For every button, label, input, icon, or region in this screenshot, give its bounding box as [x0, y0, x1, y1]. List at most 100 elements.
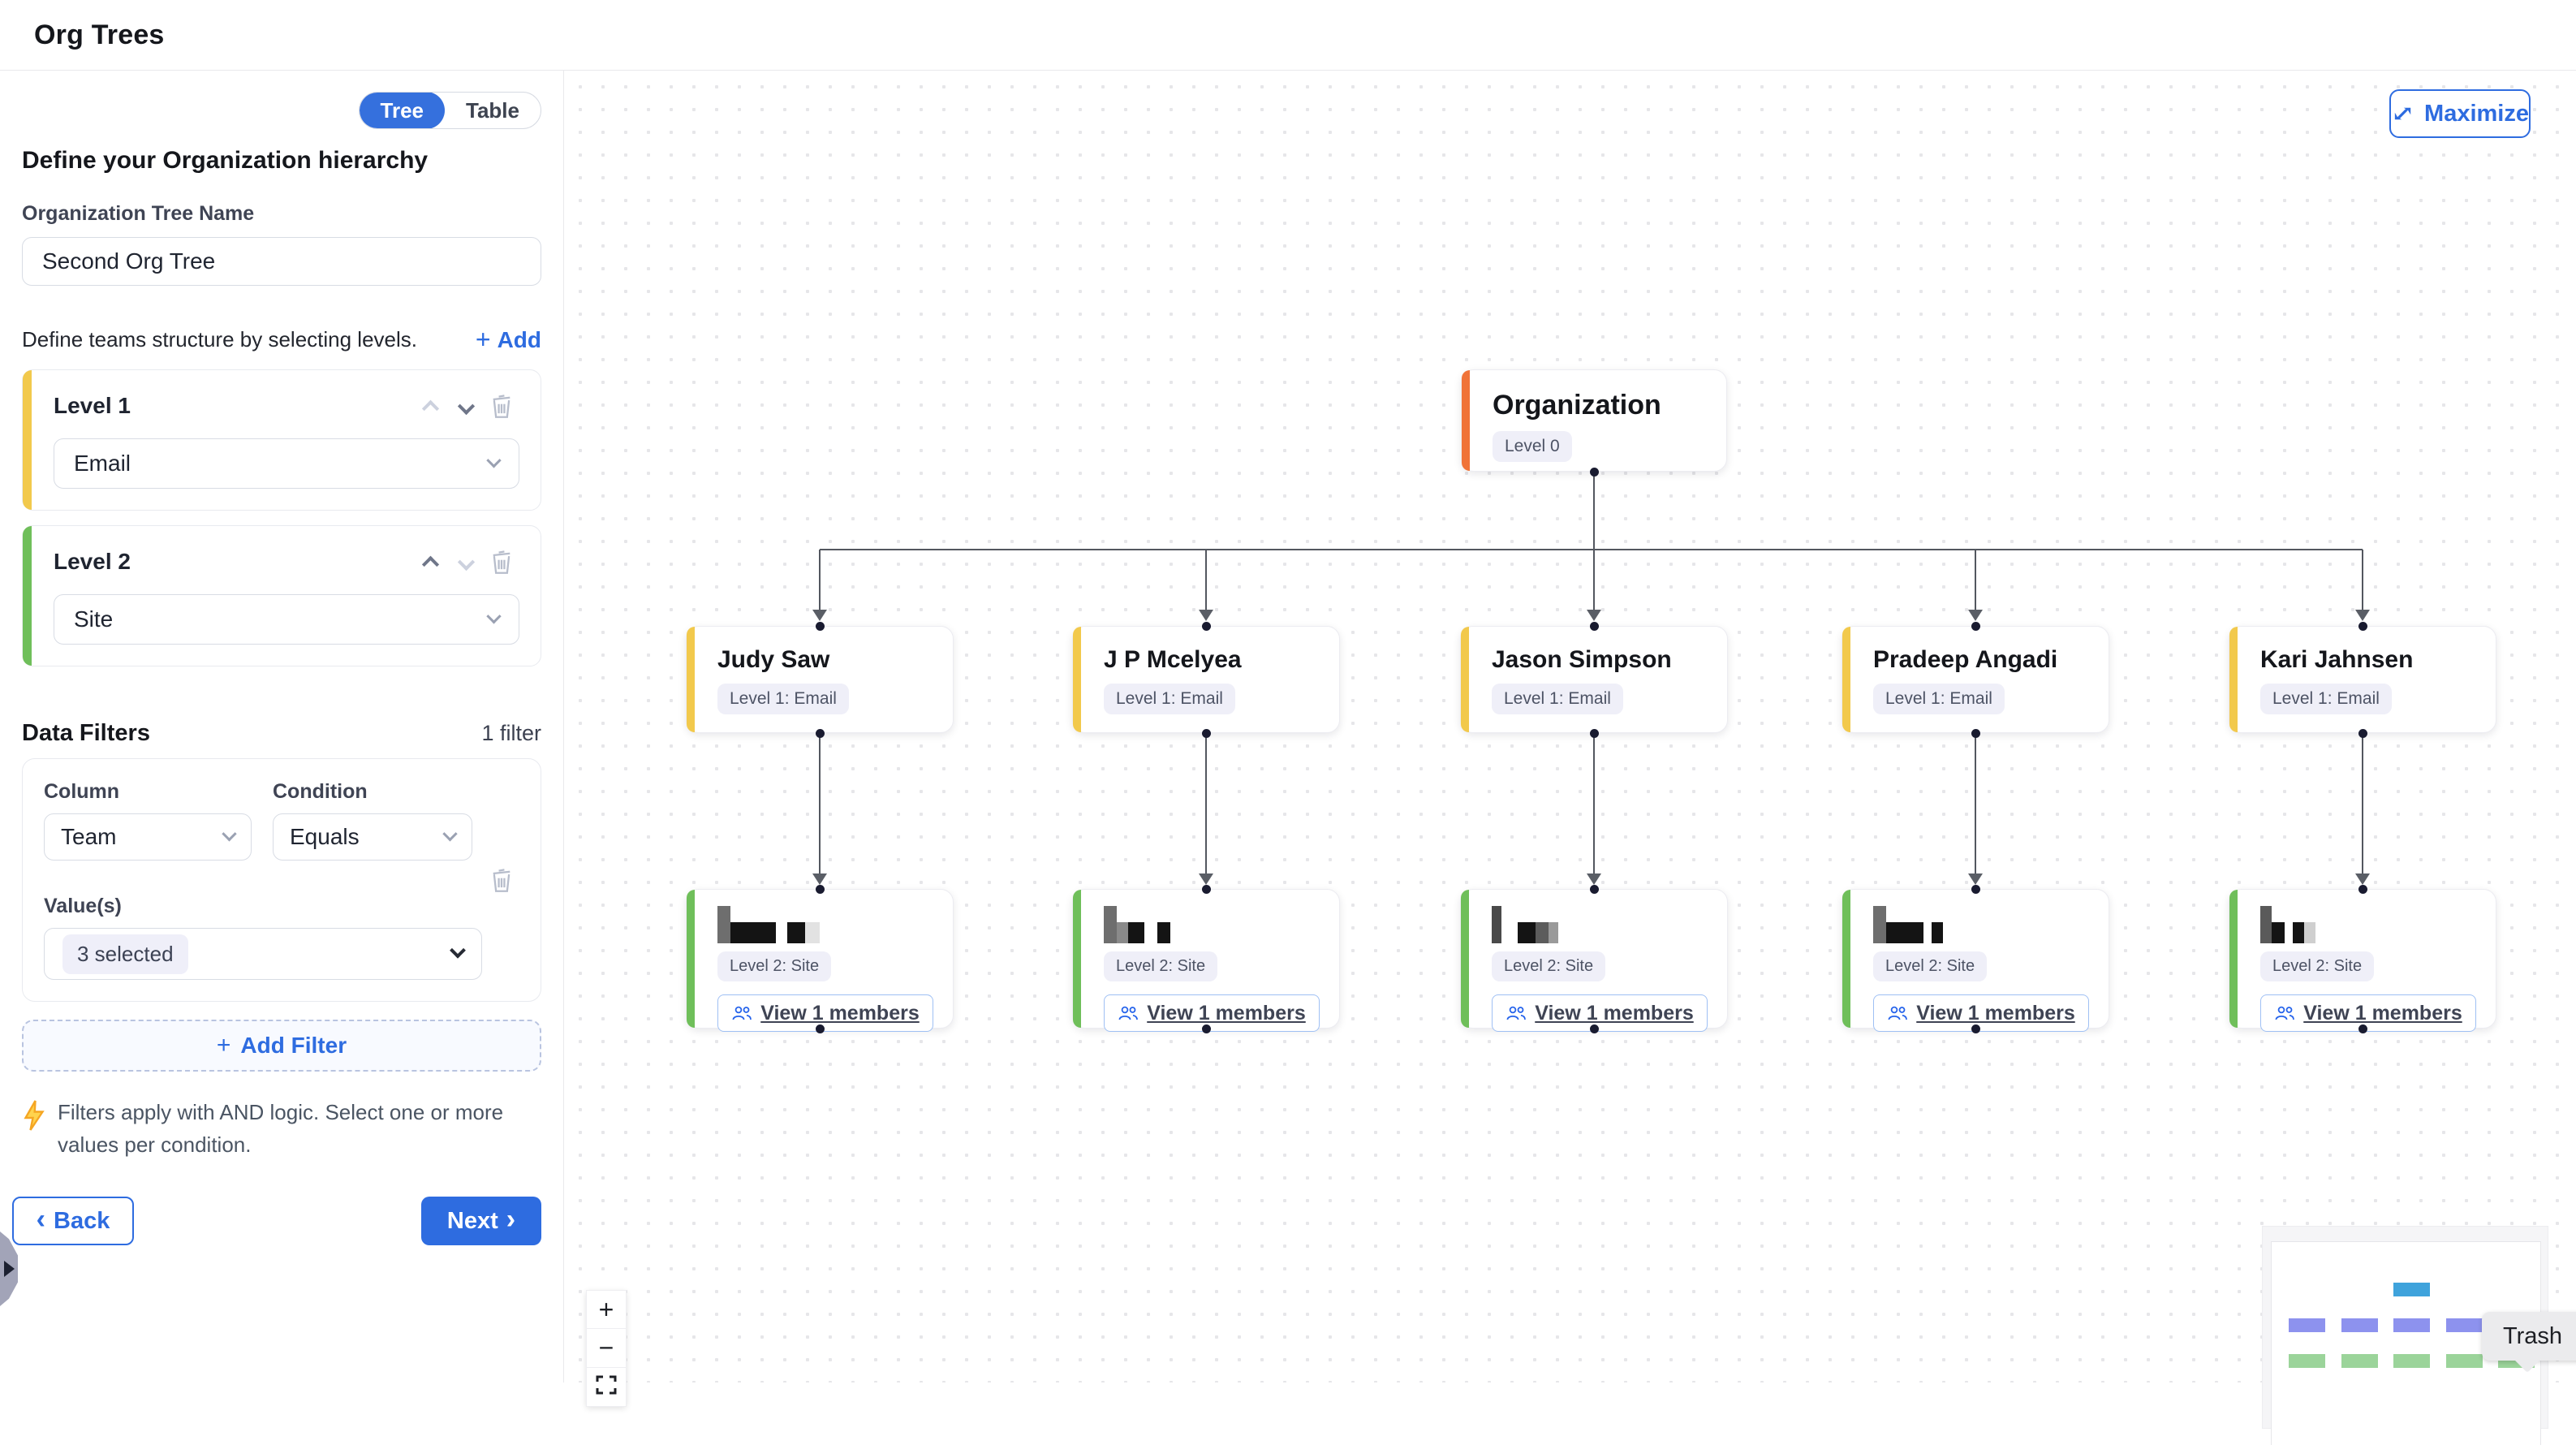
connector-line: [1205, 550, 1207, 613]
connector-line: [1975, 735, 1976, 875]
back-button[interactable]: ‹ Back: [12, 1197, 134, 1245]
page-header: Org Trees: [0, 0, 2576, 71]
canvas-zoom-controls: + −: [586, 1290, 627, 1407]
connector-line: [1593, 735, 1595, 875]
redacted-name-block: [1501, 922, 1518, 943]
trash-icon: [493, 869, 510, 892]
connector-handle-dot: [1971, 1024, 1980, 1033]
next-button[interactable]: Next ›: [421, 1197, 541, 1245]
redacted-name-block: [717, 906, 730, 943]
toggle-option-tree[interactable]: Tree: [359, 93, 446, 128]
maximize-label: Maximize: [2424, 100, 2529, 127]
redacted-name-block: [776, 922, 787, 943]
connector-arrowhead: [1587, 873, 1601, 885]
redacted-name-block: [1518, 922, 1536, 943]
values-select[interactable]: 3 selected: [44, 928, 482, 980]
connector-handle-dot: [815, 728, 825, 738]
level1-move-up-button[interactable]: [412, 391, 448, 421]
next-label: Next: [446, 1207, 498, 1234]
zoom-in-button[interactable]: +: [586, 1290, 627, 1329]
levels-hint: Define teams structure by selecting leve…: [22, 327, 417, 352]
node-badge: Level 2: Site: [1873, 951, 1988, 981]
redacted-name-block: [1886, 922, 1923, 943]
minimap-level2-node: [2445, 1354, 2483, 1368]
minimap-level2-node: [2341, 1354, 2378, 1368]
redacted-node-name: [2260, 906, 2476, 943]
level2-color-bar: [1461, 890, 1469, 1028]
level1-label: Level 1: [54, 393, 131, 418]
connector-arrowhead: [1199, 610, 1213, 621]
level2-move-up-button[interactable]: [412, 547, 448, 576]
redacted-node-name: [1104, 906, 1320, 943]
zoom-out-button[interactable]: −: [586, 1329, 627, 1368]
redacted-name-block: [805, 922, 820, 943]
redacted-name-block: [1536, 922, 1549, 943]
connector-arrowhead: [1199, 873, 1213, 885]
tree-name-input[interactable]: Second Org Tree: [22, 237, 541, 286]
level1-move-down-button[interactable]: [448, 391, 484, 421]
fit-view-icon: [596, 1375, 617, 1395]
expand-arrow-icon: [4, 1261, 15, 1277]
redacted-name-block: [2260, 906, 2272, 943]
column-select[interactable]: Team: [44, 813, 252, 861]
node-title: Pradeep Angadi: [1873, 646, 2058, 673]
level1-color-bar: [687, 627, 695, 732]
connector-handle-dot: [1971, 884, 1980, 894]
toggle-option-table[interactable]: Table: [466, 97, 519, 123]
level1-field-value: Email: [74, 451, 131, 476]
redacted-name-block: [730, 922, 776, 943]
redacted-name-block: [1923, 922, 1932, 943]
chevron-right-icon: ›: [506, 1204, 516, 1235]
minimap-level1-node: [2341, 1318, 2378, 1332]
fit-view-button[interactable]: [586, 1368, 627, 1407]
view-members-button[interactable]: View 1 members: [717, 994, 933, 1032]
members-icon: [1506, 1006, 1527, 1020]
connector-line: [1593, 550, 1595, 613]
node-badge: Level 1: Email: [2260, 684, 2392, 714]
connector-arrowhead: [1968, 610, 1983, 621]
level1-field-select[interactable]: Email: [54, 438, 519, 489]
chevron-down-icon: [222, 826, 237, 841]
redacted-name-block: [1157, 922, 1170, 943]
view-members-button[interactable]: View 1 members: [1873, 994, 2089, 1032]
view-members-button[interactable]: View 1 members: [2260, 994, 2476, 1032]
members-icon: [1118, 1006, 1139, 1020]
connector-line: [1593, 472, 1595, 550]
condition-value: Equals: [290, 824, 360, 849]
level1-color-bar: [2229, 627, 2238, 732]
level2-move-down-button[interactable]: [448, 547, 484, 576]
panel-expand-handle[interactable]: [0, 1231, 18, 1306]
root-node-badge: Level 0: [1493, 431, 1572, 462]
filter-delete-button[interactable]: [484, 865, 519, 895]
node-title: J P Mcelyea: [1104, 646, 1242, 673]
condition-select[interactable]: Equals: [273, 813, 472, 861]
connector-handle-dot: [1589, 728, 1599, 738]
node-title: Judy Saw: [717, 646, 830, 673]
level2-color-bar: [687, 890, 695, 1028]
level2-delete-button[interactable]: [484, 547, 519, 576]
redacted-name-block: [2272, 922, 2285, 943]
org-node-root[interactable]: Organization Level 0: [1461, 369, 1727, 472]
level1-delete-button[interactable]: [484, 391, 519, 421]
level2-field-select[interactable]: Site: [54, 594, 519, 645]
maximize-button[interactable]: Maximize: [2389, 89, 2531, 138]
add-filter-button[interactable]: + Add Filter: [22, 1020, 541, 1072]
view-members-button[interactable]: View 1 members: [1492, 994, 1708, 1032]
lightning-icon: [24, 1100, 45, 1131]
level1-color-bar: [1842, 627, 1850, 732]
add-level-button[interactable]: + Add: [476, 325, 541, 355]
chevron-down-icon: [457, 397, 475, 415]
connector-handle-dot: [1589, 621, 1599, 631]
view-members-button[interactable]: View 1 members: [1104, 994, 1320, 1032]
redacted-node-name: [1873, 906, 2089, 943]
